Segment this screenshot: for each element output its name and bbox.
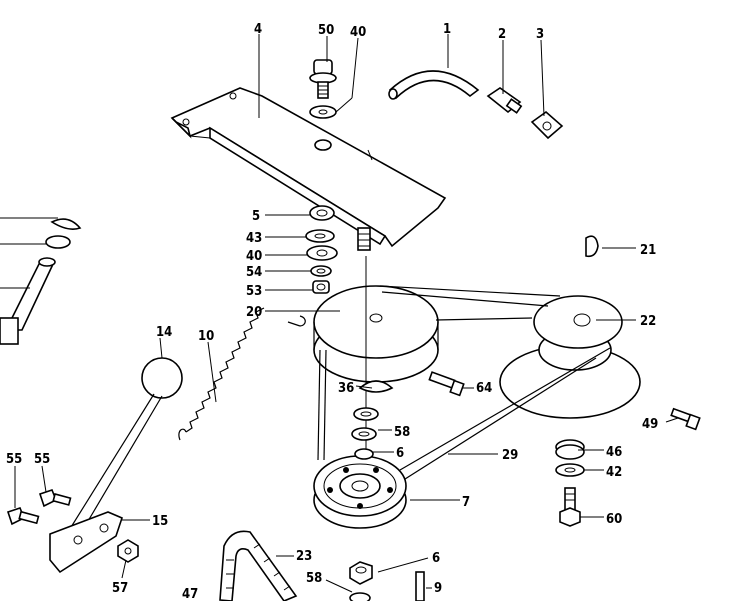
label-42: 42 bbox=[606, 465, 622, 480]
label-7: 7 bbox=[462, 495, 470, 510]
leader-lines bbox=[0, 34, 679, 593]
label-29: 29 bbox=[502, 448, 518, 463]
circlip-washers bbox=[351, 380, 394, 460]
fittings bbox=[486, 87, 564, 140]
label-2: 2 bbox=[498, 27, 506, 42]
label-47: 47 bbox=[182, 587, 198, 601]
label-54: 54 bbox=[246, 265, 262, 280]
belts bbox=[317, 285, 611, 487]
label-5: 5 bbox=[252, 209, 260, 224]
top-bolt-stack bbox=[309, 59, 337, 119]
right-fastener-stack bbox=[555, 439, 585, 527]
bolt-64 bbox=[428, 371, 465, 397]
left-bolts bbox=[6, 489, 139, 563]
label-4: 4 bbox=[254, 22, 262, 37]
stud bbox=[357, 227, 371, 251]
bracket-plate bbox=[170, 87, 447, 248]
label-6-mid: 6 bbox=[396, 446, 404, 461]
woodruff-key bbox=[585, 235, 599, 258]
label-22: 22 bbox=[640, 314, 656, 329]
label-60: 60 bbox=[606, 512, 622, 527]
hose bbox=[388, 70, 480, 100]
label-21: 21 bbox=[640, 243, 656, 258]
label-36: 36 bbox=[338, 381, 354, 396]
label-53: 53 bbox=[246, 284, 262, 299]
label-58-mid: 58 bbox=[394, 425, 410, 440]
left-shaft bbox=[0, 218, 82, 345]
label-23: 23 bbox=[296, 549, 312, 564]
label-50: 50 bbox=[318, 23, 334, 38]
bottom-parts bbox=[349, 561, 425, 601]
label-49: 49 bbox=[642, 417, 658, 432]
label-10: 10 bbox=[198, 329, 214, 344]
label-58-bottom: 58 bbox=[306, 571, 322, 586]
label-3: 3 bbox=[536, 27, 544, 42]
label-14: 14 bbox=[156, 325, 172, 340]
upper-pulley bbox=[313, 285, 439, 383]
chain bbox=[219, 530, 298, 601]
label-57: 57 bbox=[112, 581, 128, 596]
label-15: 15 bbox=[152, 514, 168, 529]
label-43: 43 bbox=[246, 231, 262, 246]
label-46: 46 bbox=[606, 445, 622, 460]
label-1: 1 bbox=[443, 22, 451, 37]
washer-stack bbox=[305, 205, 338, 294]
label-55-right: 55 bbox=[34, 452, 50, 467]
label-40-mid: 40 bbox=[246, 249, 262, 264]
label-40-top: 40 bbox=[350, 25, 366, 40]
part-labels: 4 50 40 1 2 3 21 5 43 40 54 53 20 22 14 … bbox=[6, 22, 658, 601]
label-20: 20 bbox=[246, 305, 262, 320]
label-64: 64 bbox=[476, 381, 492, 396]
lever bbox=[49, 357, 183, 574]
bolt-49 bbox=[670, 407, 701, 431]
tension-spring bbox=[178, 307, 306, 441]
lower-pulley bbox=[313, 455, 407, 529]
label-6-bottom: 6 bbox=[432, 551, 440, 566]
label-9: 9 bbox=[434, 581, 442, 596]
label-55-left: 55 bbox=[6, 452, 22, 467]
